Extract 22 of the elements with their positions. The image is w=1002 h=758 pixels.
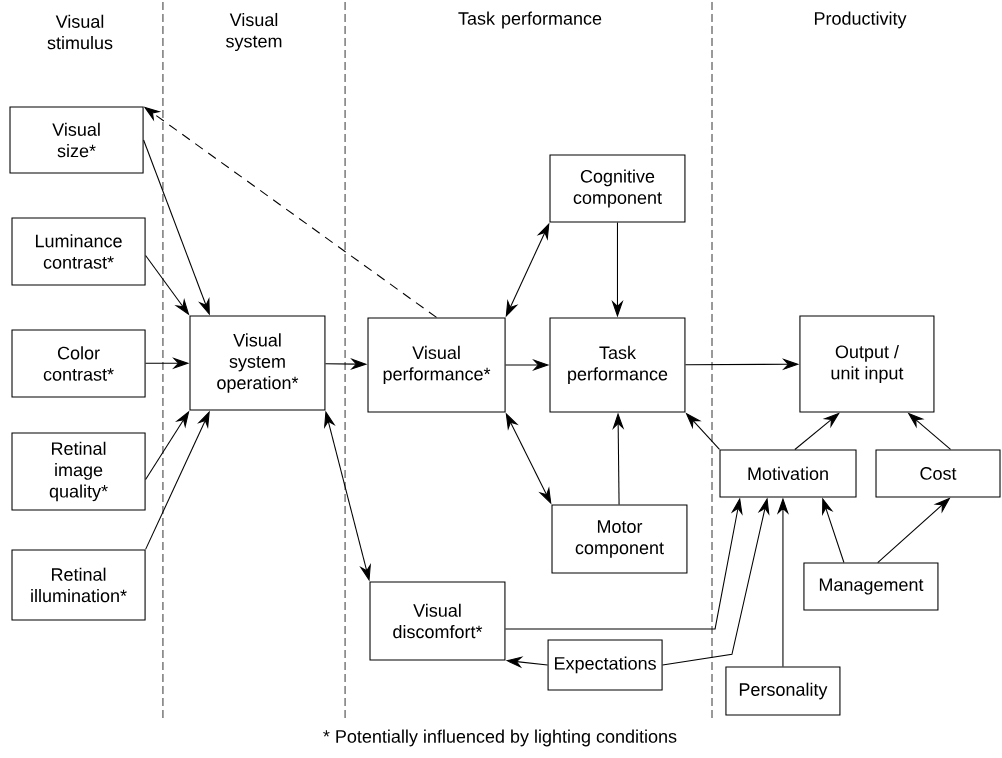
process-box: Retinal illumination* bbox=[11, 549, 146, 621]
process-box: Luminance contrast* bbox=[11, 217, 146, 286]
process-box: Visual performance* bbox=[367, 317, 506, 413]
column-heading: Productivity bbox=[815, 11, 907, 29]
column-heading: Visual system bbox=[226, 12, 282, 52]
process-box: Retinal image quality* bbox=[11, 432, 146, 511]
column-heading: Task performance bbox=[458, 11, 602, 29]
column-heading: Visual stimulus bbox=[47, 14, 113, 50]
process-box: Motivation bbox=[719, 449, 857, 498]
process-box: Visual size* bbox=[9, 106, 144, 174]
process-box: Cognitive component bbox=[549, 154, 686, 223]
process-box: Output / unit input bbox=[799, 315, 935, 413]
process-box: Color contrast* bbox=[11, 329, 146, 398]
process-box: Cost bbox=[875, 449, 1001, 498]
process-box: Visual system operation* bbox=[189, 315, 326, 411]
process-box: Expectations bbox=[547, 639, 663, 691]
process-box: Personality bbox=[725, 666, 841, 716]
process-box: Visual discomfort* bbox=[369, 581, 506, 661]
process-box: Motor component bbox=[551, 504, 688, 574]
caption: * Potentially influenced by lighting conditions bbox=[323, 729, 677, 747]
process-box: Management bbox=[803, 562, 939, 611]
process-box: Task performance bbox=[549, 317, 686, 413]
